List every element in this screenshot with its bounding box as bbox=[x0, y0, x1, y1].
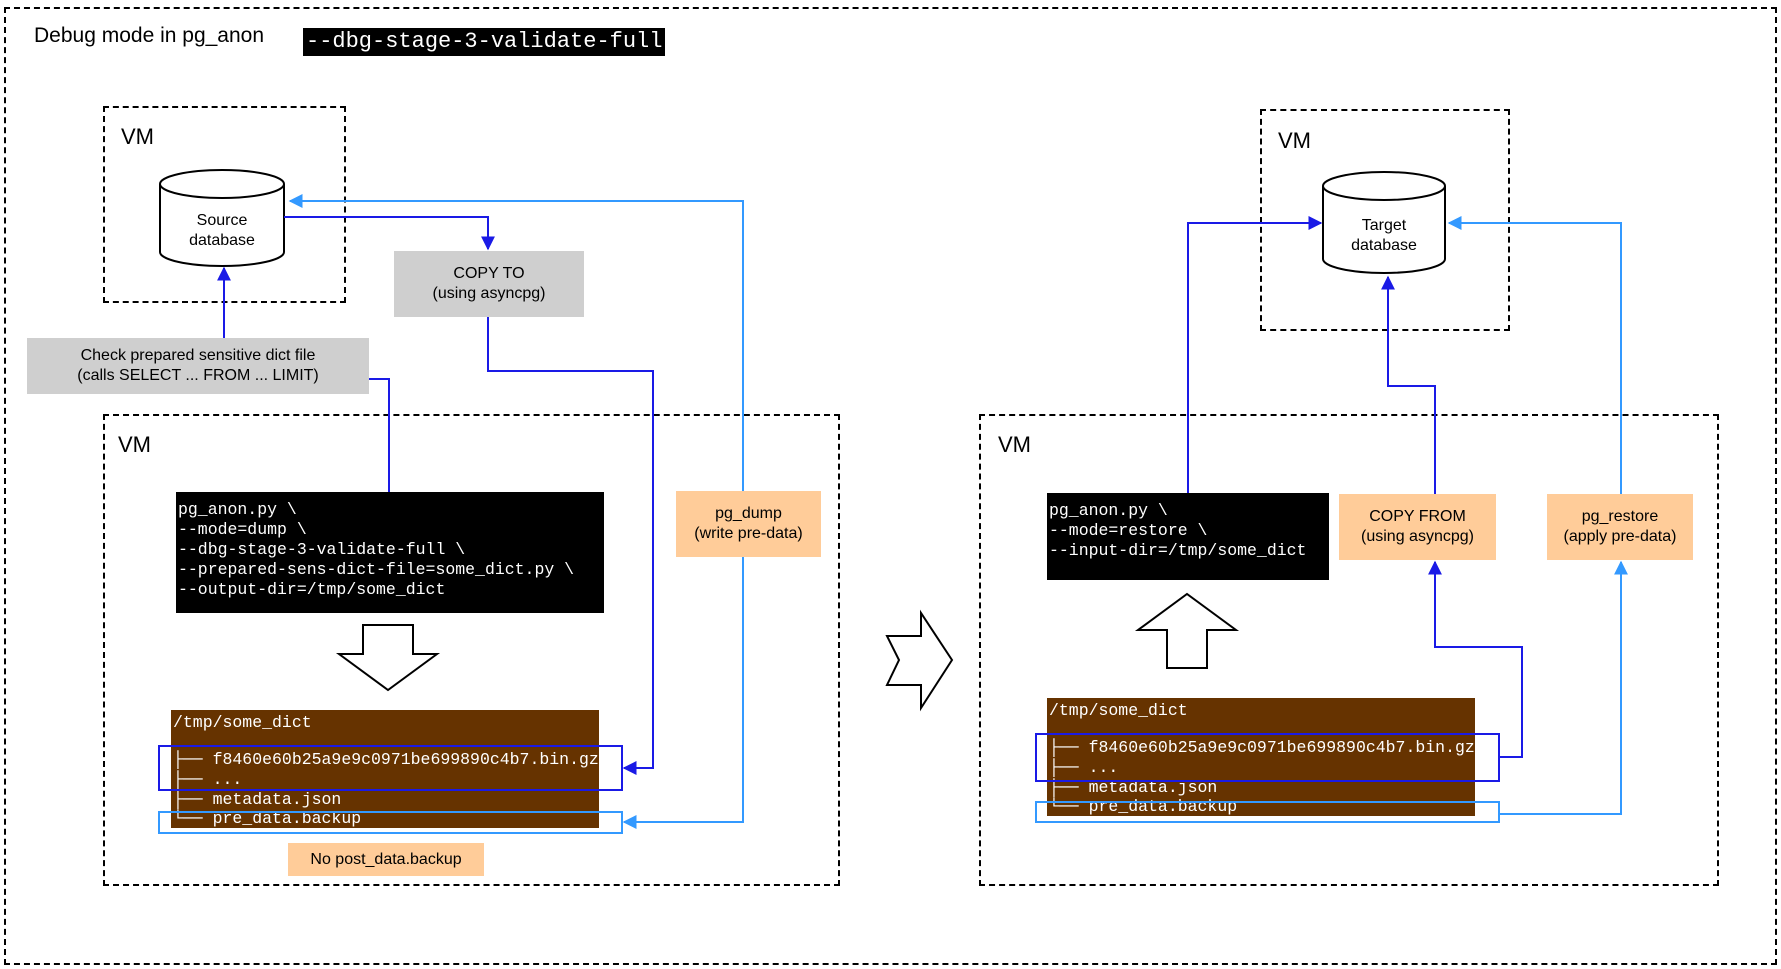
copy-to-line1: COPY TO bbox=[453, 265, 525, 282]
copy-from-box: COPY FROM (using asyncpg) bbox=[1339, 494, 1496, 560]
dump-cmd-line: --prepared-sens-dict-file=some_dict.py \ bbox=[178, 560, 575, 579]
target-database-label: Target database bbox=[1323, 216, 1445, 256]
no-post-data-label: No post_data.backup bbox=[310, 850, 462, 868]
check-dict-line2: (calls SELECT ... FROM ... LIMIT) bbox=[77, 367, 319, 384]
dump-pre-data-highlight bbox=[158, 811, 623, 834]
target-db-line2: database bbox=[1351, 237, 1417, 254]
dump-cmd-line: --mode=dump \ bbox=[178, 520, 307, 539]
dump-tree: /tmp/some_dict ├── f8460e60b25a9e9c0971b… bbox=[171, 710, 599, 828]
tree-dir: /tmp/some_dict bbox=[173, 713, 312, 732]
arrow-pg-restore-to-target bbox=[1447, 216, 1622, 494]
tree-file: ├── f8460e60b25a9e9c0971be699890c4b7.bin… bbox=[1049, 738, 1475, 757]
tree-file: ├── metadata.json bbox=[1049, 778, 1218, 797]
copy-to-line2: (using asyncpg) bbox=[432, 285, 546, 302]
arrow-source-to-copy-to bbox=[284, 216, 495, 251]
copy-from-line2: (using asyncpg) bbox=[1361, 528, 1474, 545]
restore-vm-box bbox=[979, 414, 1719, 886]
target-database-cylinder bbox=[1322, 171, 1446, 274]
target-vm-box bbox=[1260, 109, 1510, 331]
outer-frame bbox=[4, 7, 1777, 965]
pg-restore-line2: (apply pre-data) bbox=[1563, 528, 1677, 545]
diagram-title: Debug mode in pg_anon bbox=[34, 24, 265, 47]
source-database-label: Source database bbox=[160, 211, 284, 251]
arrow-copy-from-to-target bbox=[1381, 275, 1436, 494]
tree-file: └── pre_data.backup bbox=[173, 809, 362, 828]
debug-flag: --dbg-stage-3-validate-full bbox=[303, 28, 666, 56]
restore-pre-data-highlight bbox=[1035, 801, 1500, 823]
source-vm-label: VM bbox=[121, 124, 154, 149]
dump-cmd-line: --output-dir=/tmp/some_dict bbox=[178, 580, 446, 599]
restore-up-arrow bbox=[1134, 592, 1240, 669]
arrow-pre-data-to-pg-restore bbox=[1500, 560, 1628, 815]
restore-tree: /tmp/some_dict ├── f8460e60b25a9e9c0971b… bbox=[1047, 698, 1475, 816]
arrow-copy-to-to-files bbox=[487, 317, 654, 775]
source-database-cylinder bbox=[159, 169, 285, 267]
copy-from-line1: COPY FROM bbox=[1369, 508, 1466, 525]
arrow-files-to-copy-from bbox=[1428, 560, 1523, 758]
pg-dump-box: pg_dump (write pre-data) bbox=[676, 491, 821, 557]
pg-restore-line1: pg_restore bbox=[1581, 508, 1659, 525]
restore-cmd-line: --input-dir=/tmp/some_dict bbox=[1049, 541, 1307, 560]
restore-data-files-highlight bbox=[1035, 733, 1500, 782]
source-db-line2: database bbox=[189, 232, 255, 249]
pg-dump-line1: pg_dump bbox=[715, 505, 782, 522]
tree-dir: /tmp/some_dict bbox=[1049, 701, 1188, 720]
tree-file: ├── f8460e60b25a9e9c0971be699890c4b7.bin… bbox=[173, 750, 599, 769]
restore-cmd-line: --mode=restore \ bbox=[1049, 521, 1208, 540]
arrow-pg-dump-to-pre-data bbox=[622, 557, 744, 829]
line-command-to-check bbox=[369, 378, 390, 492]
tree-file: ├── metadata.json bbox=[173, 790, 342, 809]
check-dict-box: Check prepared sensitive dict file (calls… bbox=[27, 338, 369, 394]
copy-to-box: COPY TO (using asyncpg) bbox=[394, 251, 584, 317]
restore-cmd-line: pg_anon.py \ bbox=[1049, 501, 1168, 520]
dump-data-files-highlight bbox=[158, 745, 623, 791]
stage-right-arrow bbox=[885, 609, 954, 712]
restore-vm-label: VM bbox=[998, 432, 1031, 457]
dump-down-arrow bbox=[335, 624, 441, 692]
target-vm-label: VM bbox=[1278, 128, 1311, 153]
pg-dump-line2: (write pre-data) bbox=[694, 525, 803, 542]
check-dict-line1: Check prepared sensitive dict file bbox=[80, 347, 316, 364]
dump-vm-label: VM bbox=[118, 432, 151, 457]
arrow-pg-dump-to-source bbox=[288, 194, 744, 491]
no-post-data-box: No post_data.backup bbox=[288, 843, 484, 876]
tree-file: ├── ... bbox=[1049, 758, 1119, 777]
restore-command: pg_anon.py \--mode=restore \--input-dir=… bbox=[1047, 493, 1329, 580]
tree-file: ├── ... bbox=[173, 770, 243, 789]
dump-vm-box bbox=[103, 414, 840, 886]
dump-command: pg_anon.py \--mode=dump \--dbg-stage-3-v… bbox=[176, 492, 604, 613]
source-db-line1: Source bbox=[196, 212, 248, 229]
dump-cmd-line: --dbg-stage-3-validate-full \ bbox=[178, 540, 466, 559]
target-db-line1: Target bbox=[1361, 217, 1407, 234]
dump-cmd-line: pg_anon.py \ bbox=[178, 500, 297, 519]
pg-restore-box: pg_restore (apply pre-data) bbox=[1547, 494, 1693, 560]
arrow-restore-to-target bbox=[1187, 216, 1323, 493]
